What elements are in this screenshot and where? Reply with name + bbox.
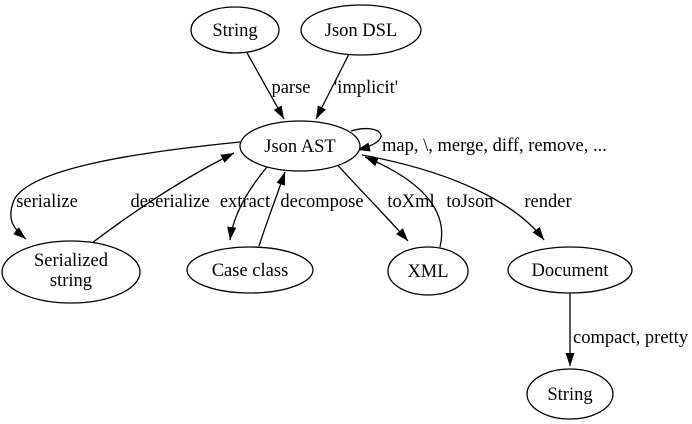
node-xml-label: XML — [407, 262, 448, 282]
edge-decompose — [258, 171, 286, 247]
node-serialized-string-shape — [1, 240, 141, 304]
edge-label-self-ops: map, \, merge, diff, remove, ... — [382, 136, 607, 156]
edge-deserialize — [87, 152, 235, 247]
edge-label-implicit: 'implicit' — [334, 78, 398, 98]
node-json-ast-shape — [239, 120, 361, 172]
node-json-ast-label: Json AST — [264, 137, 335, 157]
edge-label-toxml: toXml — [387, 192, 434, 212]
node-case-class-shape — [186, 246, 314, 294]
node-document-label: Document — [531, 261, 609, 281]
edge-extract — [227, 166, 268, 241]
node-json-dsl-label: Json DSL — [325, 21, 397, 41]
node-string-top: String — [190, 6, 280, 54]
edge-label-render: render — [524, 192, 571, 212]
edge-serialize — [10, 141, 241, 240]
node-serialized-string-label-line1: Serialized — [34, 251, 109, 271]
node-string-bottom-label: String — [547, 385, 592, 405]
node-string-top-shape — [190, 6, 280, 54]
edge-label-decompose: decompose — [280, 192, 363, 212]
node-json-ast: Json AST — [239, 120, 361, 172]
node-xml: XML — [387, 246, 469, 296]
node-case-class-label: Case class — [212, 261, 289, 281]
node-xml-shape — [387, 246, 469, 296]
edge-toxml — [332, 159, 409, 242]
node-json-dsl: Json DSL — [300, 4, 422, 56]
edge-label-compact-pretty: compact, pretty — [573, 328, 689, 348]
node-serialized-string-label-line2: string — [50, 271, 92, 291]
node-document-shape — [507, 246, 633, 294]
node-case-class: Case class — [186, 246, 314, 294]
edge-label-deserialize: deserialize — [130, 192, 209, 212]
node-string-bottom: String — [526, 368, 614, 420]
node-string-top-label: String — [212, 21, 257, 41]
edge-label-tojson: toJson — [446, 192, 493, 212]
edge-render — [361, 154, 545, 241]
edge-label-parse: parse — [271, 78, 310, 98]
edge-self-loop — [350, 127, 382, 152]
edge-parse — [245, 50, 285, 120]
edge-implicit — [315, 53, 350, 120]
node-document: Document — [507, 246, 633, 294]
node-json-dsl-shape — [300, 4, 422, 56]
node-serialized-string: Serialized string — [1, 240, 141, 304]
edge-tojson — [364, 156, 443, 248]
edge-label-serialize: serialize — [16, 192, 78, 212]
node-string-bottom-shape — [526, 368, 614, 420]
edge-label-extract: extract — [220, 192, 271, 212]
